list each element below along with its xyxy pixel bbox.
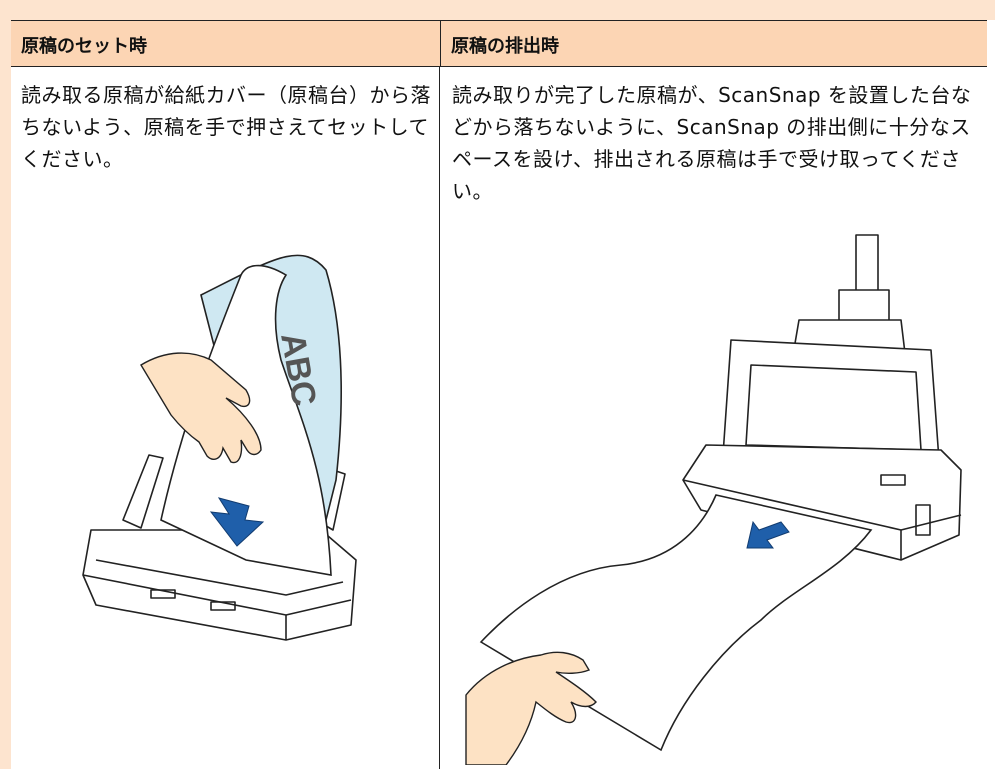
column-divider [439, 67, 440, 769]
loading-instructions: 読み取る原稿が給紙カバー（原稿台）から落ちないよう、原稿を手で押さえてセットして… [21, 83, 431, 171]
scanner-loading-document-icon: ABC [82, 254, 357, 641]
scanner-body [682, 234, 962, 561]
left-margin-band [0, 0, 11, 769]
ejected-paper [479, 494, 873, 752]
eject-arrow [746, 520, 790, 549]
hand-icon [465, 651, 597, 765]
ejecting-instructions: 読み取りが完了した原稿が、ScanSnap を設置した台などから落ちないように、… [452, 83, 972, 203]
top-margin-band [0, 0, 995, 20]
column-header-loading: 原稿のセット時 [11, 20, 440, 67]
caution-table: 原稿のセット時 原稿の排出時 読み取る原稿が給紙カバー（原稿台）から落ちないよう… [11, 20, 987, 769]
hand-icon [140, 352, 262, 464]
insert-arrow [209, 497, 265, 547]
scanner-ejecting-document-icon [465, 234, 962, 765]
column-header-ejecting: 原稿の排出時 [440, 20, 987, 67]
